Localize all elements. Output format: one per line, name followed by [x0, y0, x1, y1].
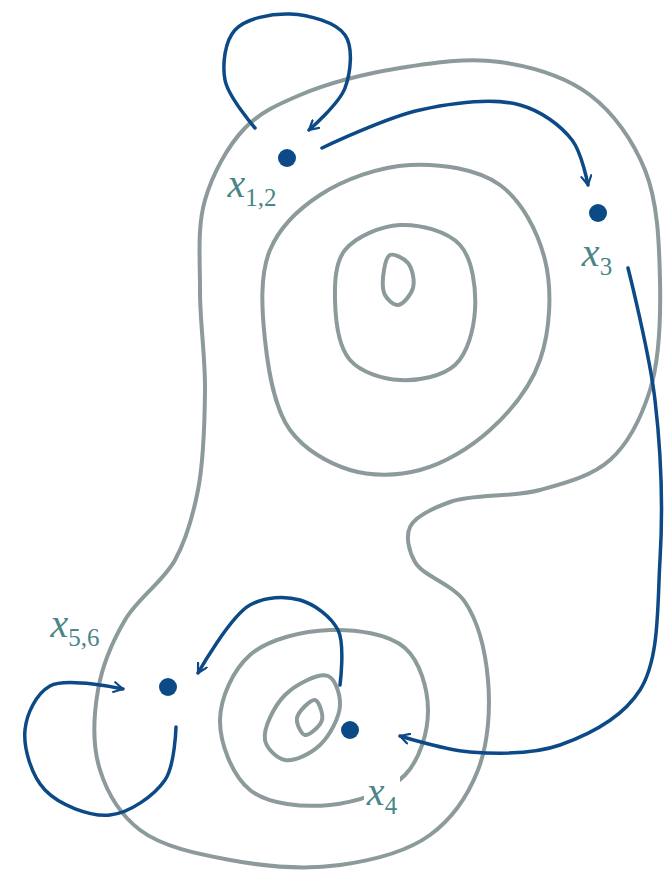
variable-letter: x [367, 769, 385, 814]
level-curve [95, 60, 661, 867]
marked-point [278, 149, 296, 167]
variable-letter: x [227, 161, 245, 206]
level-curve [335, 225, 475, 380]
point-label: x1,2 [224, 163, 279, 205]
point-label: x3 [579, 232, 615, 274]
arrow-connector [400, 268, 661, 753]
arrow-connector [25, 683, 176, 816]
point-label: x4 [364, 771, 400, 813]
point-node: x1,2 [220, 145, 300, 209]
level-curve [297, 700, 322, 735]
arrow-connector [198, 597, 342, 685]
level-curve [383, 255, 414, 305]
point-label: x5,6 [47, 603, 102, 645]
arrow-connector [224, 14, 350, 130]
level-curve [262, 165, 549, 475]
marked-point [341, 721, 359, 739]
subscript: 1,2 [245, 184, 276, 211]
subscript: 3 [600, 253, 613, 280]
level-curve [265, 675, 340, 760]
point-node: x5,6 [43, 599, 181, 700]
arrow-connector [322, 101, 588, 185]
point-node: x4 [337, 717, 404, 817]
marked-point [159, 678, 177, 696]
variable-letter: x [582, 230, 600, 275]
marked-point [589, 204, 607, 222]
subscript: 5,6 [68, 624, 99, 651]
variable-letter: x [50, 601, 68, 646]
subscript: 4 [385, 792, 398, 819]
point-node: x3 [575, 200, 619, 278]
